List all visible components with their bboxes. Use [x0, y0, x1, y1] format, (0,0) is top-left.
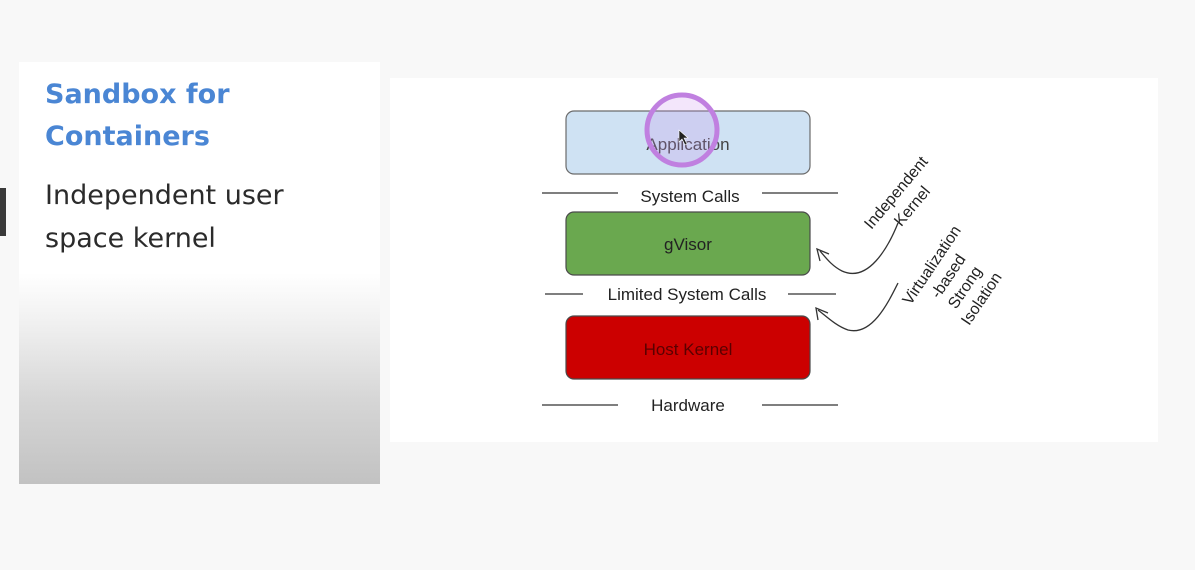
layer-host-kernel-box	[565, 315, 811, 380]
side-handle	[0, 188, 6, 236]
mouse-pointer-icon	[678, 129, 689, 146]
boundary-system-calls: System Calls	[640, 187, 739, 206]
slide-title: Sandbox for Containers	[45, 74, 365, 158]
layer-application-box	[565, 110, 811, 175]
slide-title-line-1: Sandbox for	[45, 79, 230, 110]
layer-gvisor-box	[565, 211, 811, 276]
layer-host-kernel-label: Host Kernel	[644, 340, 733, 359]
layer-gvisor-label: gVisor	[664, 235, 712, 254]
arrow-independent-kernel	[819, 222, 899, 274]
boundary-hardware: Hardware	[651, 396, 725, 415]
slide-subtitle-line-2: space kernel	[45, 223, 216, 254]
slide-text-panel: Sandbox for Containers Independent user …	[19, 62, 380, 484]
annotation-strong-isolation: Virtualization -based Strong Isolation	[900, 223, 1006, 329]
annotation-independent-kernel: Independent Kernel	[861, 153, 934, 233]
diagram-panel: Application System Calls gVisor Limited …	[390, 78, 1158, 442]
arrowhead-icon	[815, 306, 829, 321]
slide-title-line-2: Containers	[45, 121, 210, 152]
slide-subtitle: Independent user space kernel	[45, 174, 365, 260]
gvisor-diagram: Application System Calls gVisor Limited …	[542, 92, 1006, 415]
slide-subtitle-line-1: Independent user	[45, 180, 284, 211]
boundary-limited-system-calls: Limited System Calls	[608, 285, 767, 304]
arrow-strong-isolation	[817, 282, 899, 332]
cursor-highlight-ring	[644, 92, 720, 168]
arrowhead-icon	[816, 247, 830, 262]
